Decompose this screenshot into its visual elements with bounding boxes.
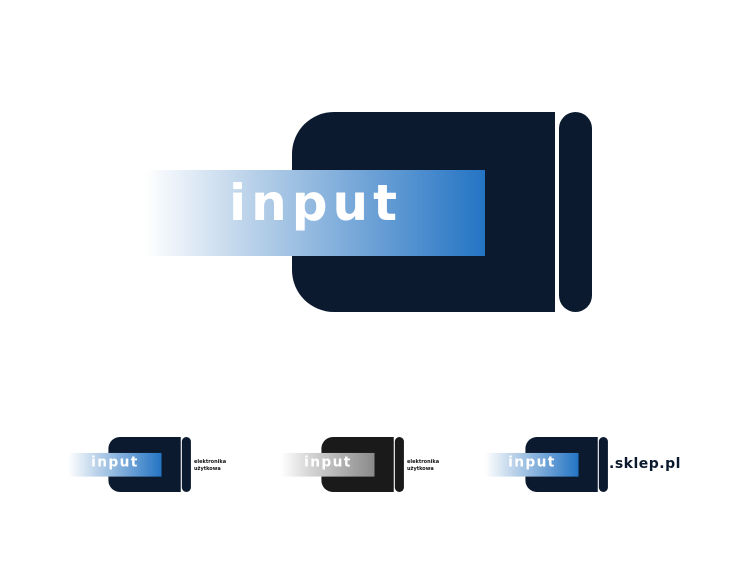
logo-word: input — [508, 454, 556, 470]
tagline: elektronika użytkowa — [194, 459, 226, 473]
tagline-line-1: elektronika — [194, 459, 227, 465]
tagline-line-2: użytkowa — [407, 466, 434, 472]
tagline-line-2: użytkowa — [194, 466, 221, 472]
logo-variant-gray: input — [281, 437, 405, 492]
logo-gradient-band — [145, 170, 485, 256]
logo-word: input — [229, 174, 403, 232]
logo-variant-shop: input — [485, 437, 609, 492]
domain-suffix: .sklep.pl — [609, 456, 681, 472]
logo-word: input — [91, 454, 139, 470]
tagline: elektronika użytkowa — [407, 459, 439, 473]
logo-bar — [559, 112, 592, 312]
logo-gradient-band — [281, 452, 375, 477]
main-logo: input — [145, 112, 595, 312]
logo-bar — [394, 437, 404, 492]
logo-word: input — [304, 454, 352, 470]
logo-variant-blue: input — [68, 437, 192, 492]
tagline-line-1: elektronika — [407, 459, 440, 465]
logo-bar — [181, 437, 191, 492]
logo-gradient-band — [485, 452, 579, 477]
logo-bar — [598, 437, 608, 492]
logo-gradient-band — [68, 452, 162, 477]
